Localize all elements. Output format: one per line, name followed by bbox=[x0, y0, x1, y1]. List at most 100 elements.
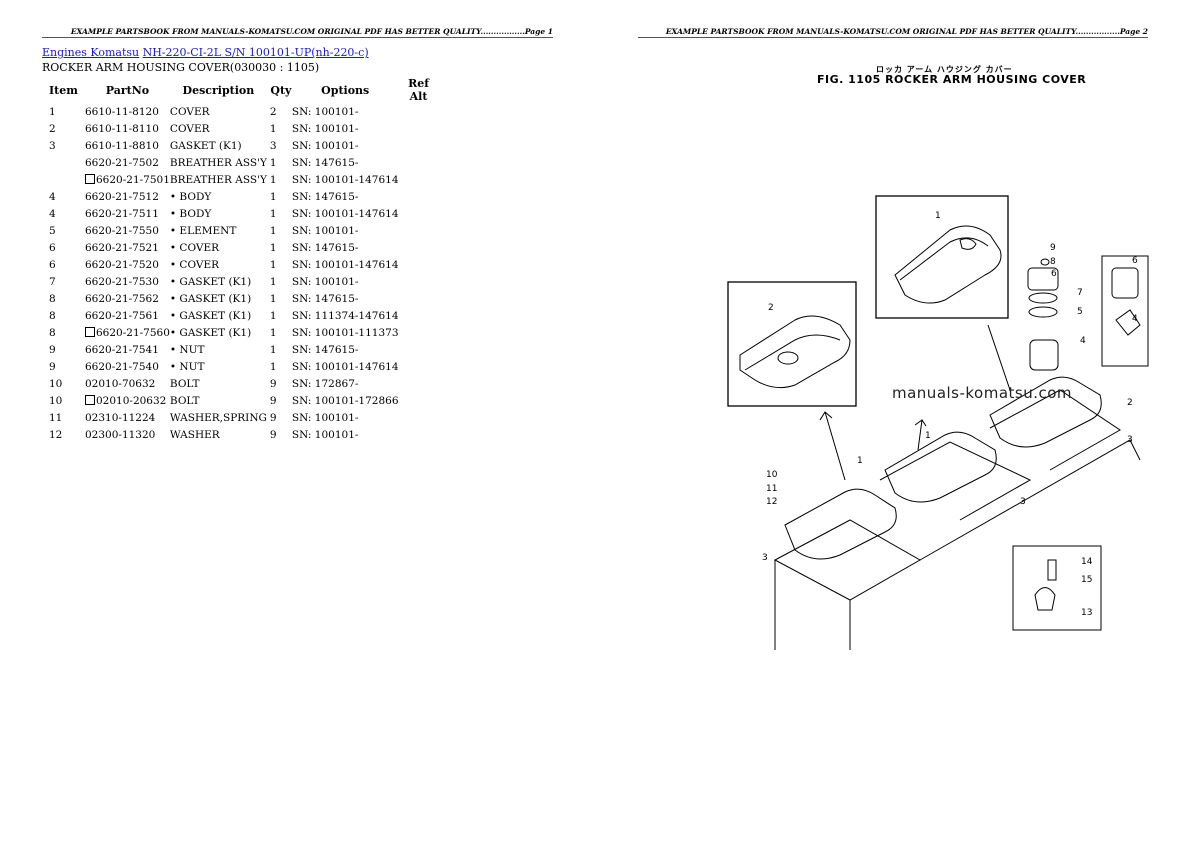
cell-description: WASHER,SPRING bbox=[169, 411, 267, 424]
cell-description: BOLT bbox=[169, 394, 200, 407]
cell-refalt bbox=[399, 239, 439, 256]
cell-refalt bbox=[399, 256, 439, 273]
breadcrumb: Engines Komatsu NH-220-CI-2L S/N 100101-… bbox=[42, 46, 369, 59]
cell-options: SN: 100101- bbox=[291, 224, 359, 237]
breadcrumb-link-model[interactable]: NH-220-CI-2L S/N 100101-UP(nh-220-c) bbox=[142, 46, 369, 59]
cell-item: 6 bbox=[49, 258, 56, 271]
cell-refalt bbox=[399, 307, 439, 324]
exploded-parts-diagram: 1 2 9 8 6 7 5 4 6 4 2 3 1 1 3 3 10 11 12… bbox=[727, 195, 1149, 650]
cell-qty: 1 bbox=[269, 190, 277, 203]
cell-refalt bbox=[399, 120, 439, 137]
cell-description: • NUT bbox=[169, 343, 205, 356]
cell-item bbox=[42, 171, 85, 188]
cell-partno: 6620-21-7561 bbox=[85, 309, 159, 322]
cell-options: SN: 100101- bbox=[291, 139, 359, 152]
inset-cover-1 bbox=[875, 195, 1009, 319]
cell-refalt bbox=[399, 137, 439, 154]
cell-options: SN: 100101- bbox=[291, 411, 359, 424]
callout-3-right: 3 bbox=[1127, 435, 1133, 445]
cell-options: SN: 111374-147614 bbox=[291, 309, 399, 322]
cell-options: SN: 100101-172866 bbox=[291, 394, 399, 407]
cell-options: SN: 100101- bbox=[291, 428, 359, 441]
cell-description: GASKET (K1) bbox=[169, 139, 242, 152]
callout-6: 6 bbox=[1051, 269, 1057, 279]
cell-description: • COVER bbox=[169, 258, 220, 271]
col-header-item: Item bbox=[49, 83, 78, 97]
cell-qty: 1 bbox=[269, 343, 277, 356]
cell-item: 7 bbox=[49, 275, 56, 288]
cell-refalt bbox=[399, 324, 439, 341]
breadcrumb-link-engines[interactable]: Engines Komatsu bbox=[42, 46, 140, 59]
cell-item: 6 bbox=[49, 241, 56, 254]
callout-7: 7 bbox=[1077, 288, 1083, 298]
cell-description: BREATHER ASS'Y bbox=[169, 156, 267, 169]
cell-refalt bbox=[399, 154, 439, 171]
callout-11: 11 bbox=[766, 484, 777, 494]
cell-item: 3 bbox=[49, 139, 56, 152]
cell-partno: 6620-21-7501 bbox=[85, 171, 170, 188]
cell-item: 1 bbox=[49, 105, 56, 118]
cell-item: 4 bbox=[49, 207, 56, 220]
cell-qty: 1 bbox=[269, 207, 277, 220]
cell-qty: 1 bbox=[269, 309, 277, 322]
cell-refalt bbox=[399, 341, 439, 358]
cell-qty: 2 bbox=[269, 105, 277, 118]
cell-item: 8 bbox=[49, 326, 56, 339]
partno-text: 6620-21-7501 bbox=[96, 173, 170, 186]
cell-refalt bbox=[399, 358, 439, 375]
cell-partno: 02300-11320 bbox=[85, 428, 156, 441]
cell-qty: 3 bbox=[269, 139, 277, 152]
section-title: ROCKER ARM HOUSING COVER(030030 : 1105) bbox=[42, 61, 320, 74]
cell-qty: 1 bbox=[269, 326, 277, 339]
cell-partno: 6620-21-7562 bbox=[85, 292, 159, 305]
page-header-1: EXAMPLE PARTSBOOK FROM MANUALS-KOMATSU.C… bbox=[42, 27, 553, 38]
cell-partno: 02010-70632 bbox=[85, 377, 156, 390]
partno-text: 02010-20632 bbox=[96, 394, 167, 407]
callout-14: 14 bbox=[1081, 557, 1093, 567]
cell-refalt bbox=[399, 188, 439, 205]
cell-description: WASHER bbox=[169, 428, 220, 441]
cell-partno: 6620-21-7541 bbox=[85, 343, 159, 356]
checkbox-icon bbox=[85, 173, 95, 184]
cell-description: • GASKET (K1) bbox=[169, 275, 252, 288]
cell-options: SN: 147615- bbox=[291, 241, 359, 254]
callout-15: 15 bbox=[1081, 575, 1092, 585]
checkbox-icon bbox=[85, 326, 95, 337]
cell-qty: 1 bbox=[269, 258, 277, 271]
callout-12: 12 bbox=[766, 497, 777, 507]
callout-1-top: 1 bbox=[935, 211, 941, 221]
cell-item: 10 bbox=[49, 394, 63, 407]
cell-partno: 6620-21-7521 bbox=[85, 241, 159, 254]
figure-title: FIG. 1105 ROCKER ARM HOUSING COVER bbox=[817, 73, 1087, 86]
cell-qty: 1 bbox=[269, 360, 277, 373]
cell-refalt bbox=[399, 273, 439, 290]
cell-options: SN: 100101-111373 bbox=[291, 326, 399, 339]
cell-description: • BODY bbox=[169, 190, 212, 203]
cell-description: • GASKET (K1) bbox=[169, 292, 252, 305]
cell-qty: 1 bbox=[269, 173, 277, 186]
cell-item: 8 bbox=[49, 292, 56, 305]
col-header-partno: PartNo bbox=[105, 83, 150, 97]
cell-partno: 6620-21-7511 bbox=[85, 207, 159, 220]
cell-refalt bbox=[399, 392, 439, 409]
cell-partno: 6620-21-7540 bbox=[85, 360, 159, 373]
inset-bolt bbox=[1012, 545, 1102, 631]
cell-partno: 6620-21-7520 bbox=[85, 258, 159, 271]
callout-9-top: 9 bbox=[1050, 243, 1056, 253]
cell-item: 4 bbox=[49, 190, 56, 203]
